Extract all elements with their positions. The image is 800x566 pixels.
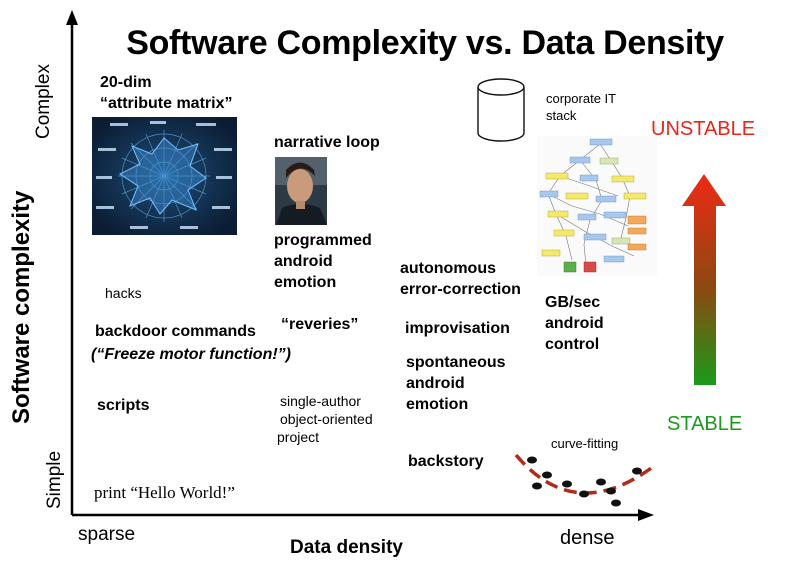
backdoor-commands-label: backdoor commands [95, 323, 256, 340]
x-axis-label: Data density [290, 537, 403, 558]
programmed-emotion-line-2: android [274, 253, 333, 270]
corporate-it-line-2: stack [546, 108, 577, 123]
attribute-matrix-label: 20-dim “attribute matrix” [100, 72, 232, 114]
corporate-it-label: corporate IT stack [546, 90, 616, 124]
curve-fit-icon [514, 453, 656, 507]
y-axis-high-label: Complex [33, 64, 54, 139]
single-author-line-1: single-author [280, 393, 361, 409]
y-axis [66, 10, 78, 515]
programmed-emotion-line-1: programmed [274, 232, 372, 249]
narrative-loop-label: narrative loop [274, 134, 380, 151]
corporate-it-line-1: corporate IT [546, 91, 617, 106]
gb-sec-line-3: control [545, 336, 600, 353]
spontaneous-line-2: android [406, 375, 465, 392]
flowchart-icon [537, 136, 657, 276]
single-author-project-label: single-author object-oriented project [277, 392, 373, 446]
programmed-emotion-label: programmed android emotion [274, 230, 372, 293]
autonomous-line-2: error-correction [400, 281, 521, 298]
autonomous-error-correction-label: autonomous error-correction [400, 258, 521, 300]
stability-arrow-icon [682, 174, 726, 385]
gb-sec-line-1: GB/sec [545, 294, 601, 311]
database-cylinder-icon [477, 78, 525, 142]
spontaneous-emotion-label: spontaneous android emotion [406, 352, 506, 415]
single-author-line-2: object-oriented [280, 411, 373, 427]
attribute-matrix-line-2: “attribute matrix” [100, 95, 233, 112]
attribute-matrix-line-1: 20-dim [100, 74, 152, 91]
portrait-icon [275, 157, 327, 225]
x-axis-high-label: dense [560, 527, 615, 549]
spontaneous-line-3: emotion [406, 396, 469, 413]
radar-chart-icon [92, 117, 237, 235]
hacks-label: hacks [105, 285, 142, 301]
reveries-label: “reveries” [281, 316, 359, 333]
freeze-motor-label: (“Freeze motor function!”) [91, 346, 291, 363]
spontaneous-line-1: spontaneous [406, 354, 506, 371]
scripts-label: scripts [97, 397, 150, 414]
x-axis-low-label: sparse [78, 524, 136, 545]
x-axis [72, 509, 654, 521]
programmed-emotion-line-3: emotion [274, 274, 337, 291]
autonomous-line-1: autonomous [400, 260, 496, 277]
improvisation-label: improvisation [405, 320, 510, 337]
gb-sec-control-label: GB/sec android control [545, 292, 604, 355]
single-author-line-3: project [277, 429, 320, 445]
y-axis-label: Software complexity [8, 190, 35, 424]
unstable-label: UNSTABLE [651, 118, 756, 140]
y-axis-low-label: Simple [44, 450, 65, 509]
backstory-label: backstory [408, 453, 484, 470]
gb-sec-line-2: android [545, 315, 604, 332]
hello-world-label: print “Hello World!” [94, 483, 235, 502]
page-title: Software Complexity vs. Data Density [126, 24, 724, 62]
stable-label: STABLE [667, 413, 743, 435]
curve-fitting-label: curve-fitting [551, 436, 619, 451]
